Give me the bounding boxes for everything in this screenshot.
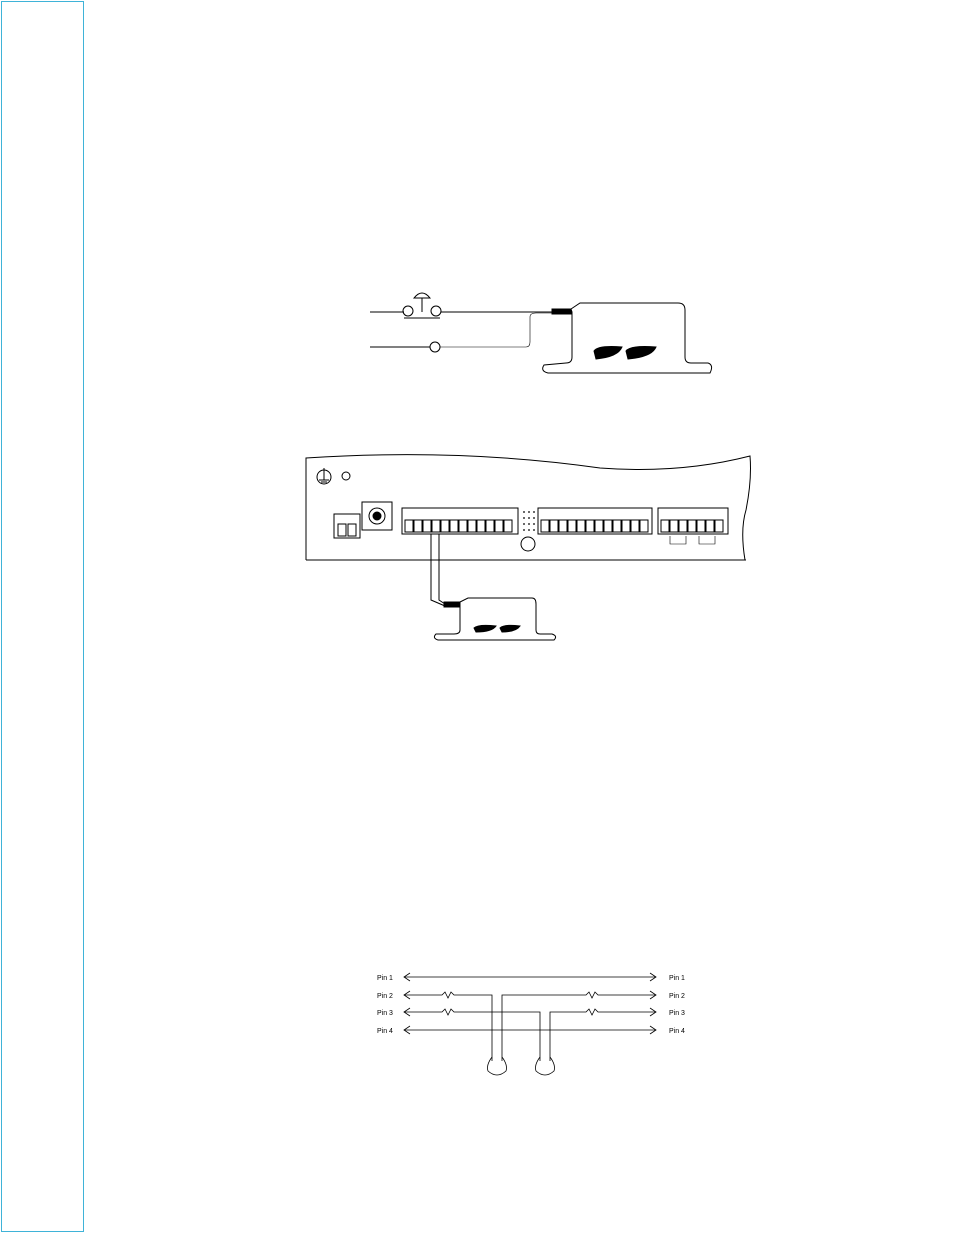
right-pin-1-label: Pin 1 <box>669 975 685 982</box>
left-pin-4-label: Pin 4 <box>377 1028 393 1035</box>
thermistor-1-icon <box>488 1057 507 1075</box>
vent-dots-icon <box>523 511 535 531</box>
thermistor-2-icon <box>536 1057 555 1075</box>
controller-board-diagram <box>300 440 760 650</box>
mounting-hole-icon <box>521 537 535 551</box>
left-pin-3-label: Pin 3 <box>377 1010 393 1017</box>
power-terminal-icon <box>334 514 360 538</box>
led-indicator-icon <box>342 472 350 480</box>
right-pin-3-label: Pin 3 <box>669 1010 685 1017</box>
left-pin-1-label: Pin 1 <box>377 975 393 982</box>
terminal-block-3-icon <box>658 508 728 544</box>
ground-symbol-icon <box>317 468 331 484</box>
jack-socket-icon <box>362 502 392 530</box>
pin-diagram: Pin 1 Pin 2 Pin 3 Pin 4 Pin 1 Pin 2 Pin … <box>360 965 700 1080</box>
right-pin-2-label: Pin 2 <box>669 993 685 1000</box>
terminal-block-2-icon <box>538 508 652 534</box>
switch-wiring-diagram <box>360 285 730 385</box>
terminal-circle-icon <box>430 342 440 352</box>
push-switch-icon <box>403 293 441 318</box>
sensor-wire <box>431 534 445 606</box>
left-pin-2-label: Pin 2 <box>377 993 393 1000</box>
margin-bar <box>1 1 84 1232</box>
right-pin-4-label: Pin 4 <box>669 1028 685 1035</box>
terminal-block-icon <box>402 508 518 534</box>
